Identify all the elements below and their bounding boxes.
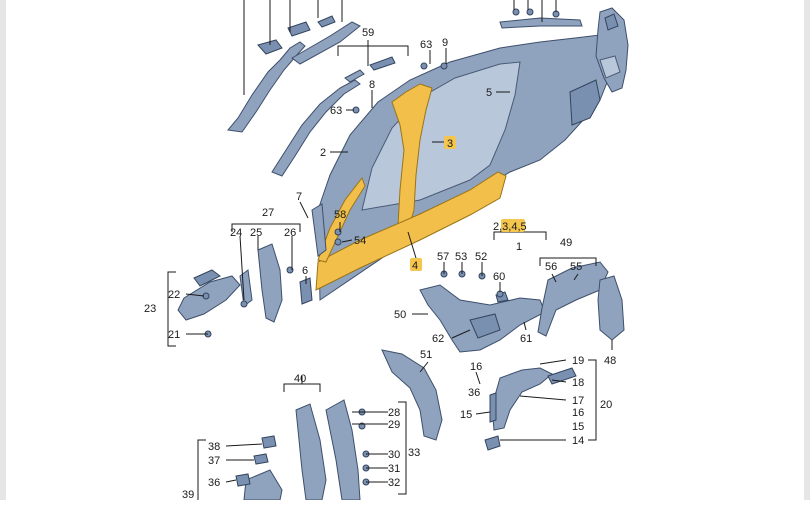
callout-29: 29	[388, 419, 400, 431]
callout-58: 58	[334, 209, 346, 221]
callout-30: 30	[388, 449, 400, 461]
callout-56: 56	[545, 261, 557, 273]
callout-55: 55	[570, 261, 582, 273]
callout-18: 18	[572, 377, 584, 389]
callout-3: 3	[447, 138, 453, 150]
callout-15-right: 15	[572, 421, 584, 433]
callout-57: 57	[437, 251, 449, 263]
left-border	[0, 0, 6, 500]
callout-4-highlight	[410, 258, 422, 271]
callout-36: 36	[208, 477, 220, 489]
callout-4: 4	[412, 260, 418, 272]
callout-28: 28	[388, 407, 400, 419]
callout-19: 19	[572, 355, 584, 367]
callout-17: 17	[572, 395, 584, 407]
right-border	[804, 0, 810, 500]
callout-25: 25	[250, 227, 262, 239]
callout-61: 61	[520, 333, 532, 345]
callout-36-right: 36	[468, 387, 480, 399]
callout-8: 8	[369, 79, 375, 91]
callout-48: 48	[604, 355, 616, 367]
callout-24: 24	[230, 227, 242, 239]
callout-14: 14	[572, 435, 584, 447]
callout-59: 59	[362, 27, 374, 39]
inner-structure-parts	[381, 261, 625, 451]
callout-6: 6	[302, 265, 308, 277]
callout-54: 54	[354, 235, 366, 247]
callout-53: 53	[455, 251, 467, 263]
callout-39: 39	[182, 489, 194, 500]
callout-49: 49	[560, 237, 572, 249]
callout-5: 5	[486, 87, 492, 99]
callout-60: 60	[493, 271, 505, 283]
callout-31: 31	[388, 463, 400, 475]
callout-2345: 2,3,4,5	[493, 221, 527, 233]
callout-38: 38	[208, 441, 220, 453]
callout-34-highlight	[501, 219, 525, 232]
callout-20: 20	[600, 399, 612, 411]
callout-37: 37	[208, 455, 220, 467]
callout-1: 1	[516, 241, 522, 253]
callout-16-right: 16	[572, 407, 584, 419]
callout-3-highlight	[444, 136, 456, 149]
callout-23: 23	[144, 303, 156, 315]
callout-22: 22	[168, 289, 180, 301]
callout-labels: 59 63 9 8 63 5 3 2 4 2,3,4,5 1 7 58 54 2…	[144, 27, 616, 501]
callout-52: 52	[475, 251, 487, 263]
callout-63-mid: 63	[330, 105, 342, 117]
left-bracket-parts	[177, 203, 327, 323]
callout-15: 15	[460, 409, 472, 421]
callout-40: 40	[294, 373, 306, 385]
callout-50: 50	[394, 309, 406, 321]
callout-16: 16	[470, 361, 482, 373]
callout-27: 27	[262, 207, 274, 219]
roof-rail-part	[227, 15, 361, 133]
callout-51: 51	[420, 349, 432, 361]
callout-62: 62	[432, 333, 444, 345]
callout-26: 26	[284, 227, 296, 239]
callout-2: 2	[320, 147, 326, 159]
callout-21: 21	[168, 329, 180, 341]
highlighted-parts	[315, 83, 507, 291]
callout-32: 32	[388, 477, 400, 489]
pillar-parts	[235, 399, 361, 501]
callout-7: 7	[296, 191, 302, 203]
callout-63-top: 63	[420, 39, 432, 51]
leader-lines	[167, 0, 613, 500]
callout-9: 9	[442, 37, 448, 49]
callout-33: 33	[408, 447, 420, 459]
